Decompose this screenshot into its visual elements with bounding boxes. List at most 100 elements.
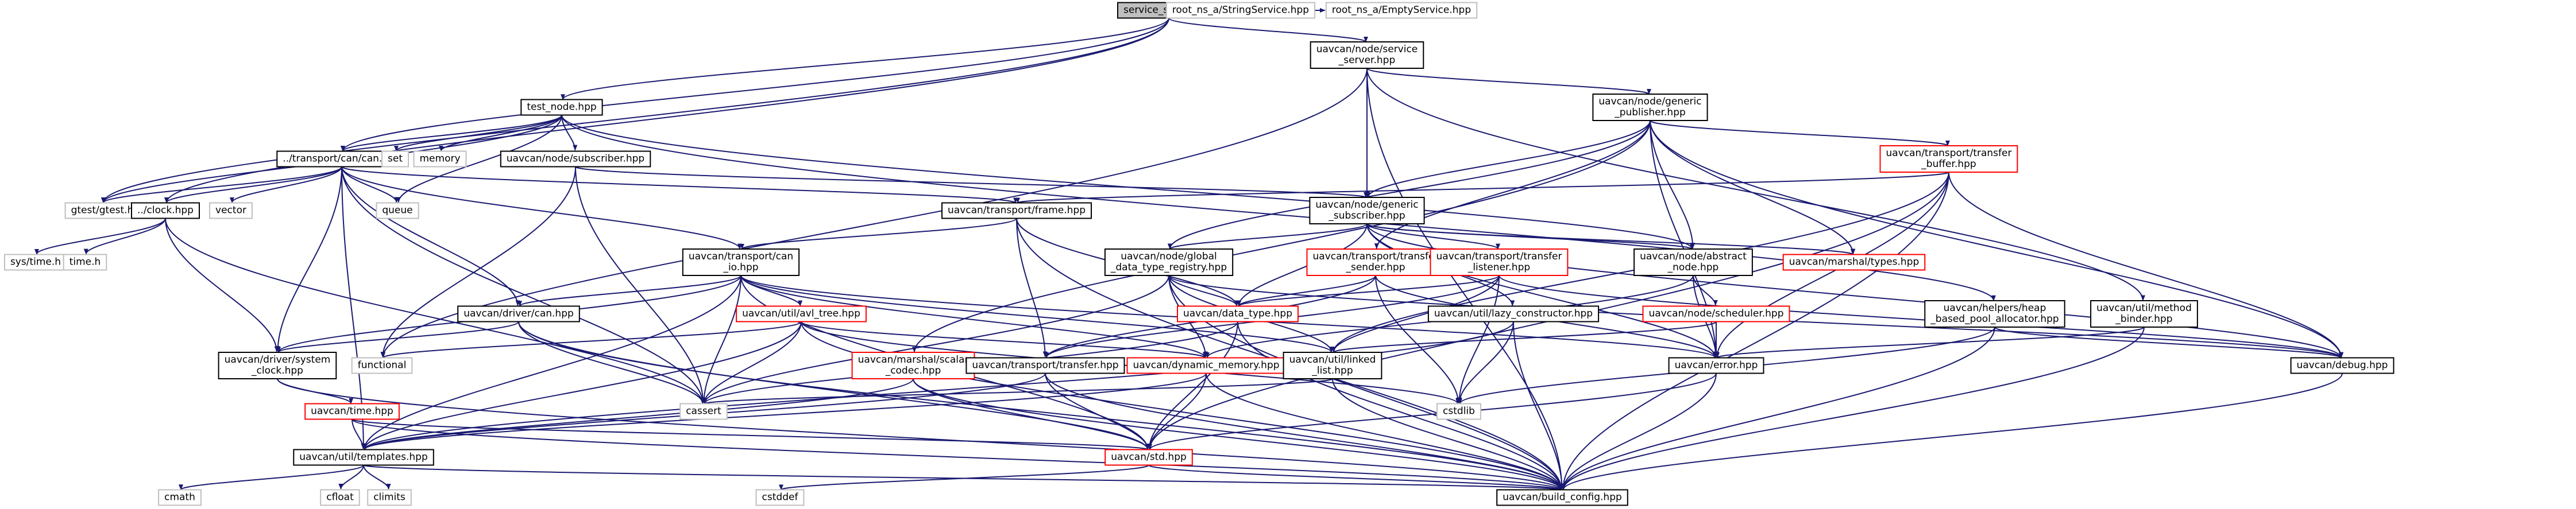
node-label: uavcan/node/abstract: [1640, 251, 1747, 262]
node-transfer-buffer[interactable]: uavcan/transport/transfer_buffer.hpp: [1879, 145, 2018, 173]
node-box: [367, 489, 412, 506]
node-frame[interactable]: uavcan/transport/frame.hpp: [941, 202, 1092, 219]
node-label: _data_type_registry.hpp: [1110, 262, 1227, 273]
node-label: vector: [215, 205, 246, 216]
node-abstract-node[interactable]: uavcan/node/abstract_node.hpp: [1633, 248, 1753, 276]
node-std[interactable]: uavcan/std.hpp: [1104, 449, 1193, 466]
node-functional[interactable]: functional: [351, 357, 413, 374]
node-set[interactable]: set: [381, 150, 409, 168]
node-label: _list.hpp: [1311, 365, 1353, 376]
node-transport-transfer[interactable]: uavcan/transport/transfer.hpp: [965, 357, 1125, 374]
node-label: uavcan/build_config.hpp: [1503, 492, 1622, 503]
edge-heap_allocator-to-debug: [1994, 327, 2343, 359]
node-transfer-sender[interactable]: uavcan/transport/transfer_sender.hpp: [1306, 248, 1445, 276]
node-transfer-listener[interactable]: uavcan/transport/transfer_listener.hpp: [1430, 248, 1569, 276]
node-dynamic-memory[interactable]: uavcan/dynamic_memory.hpp: [1126, 357, 1286, 374]
edge-driver_can-to-std: [518, 321, 1150, 450]
node-method-binder[interactable]: uavcan/util/method_binder.hpp: [2090, 300, 2198, 328]
edge-can_io-to-templates: [362, 275, 741, 450]
edge-generic_publisher-to-marshal_types: [1650, 120, 1856, 255]
node-lazy-constructor[interactable]: uavcan/util/lazy_constructor.hpp: [1427, 305, 1600, 323]
node-label: sys/time.h: [10, 257, 61, 268]
node-box: [1165, 2, 1316, 19]
node-queue[interactable]: queue: [376, 202, 419, 219]
node-service-server[interactable]: uavcan/node/service_server.hpp: [1310, 41, 1424, 69]
node-label: cmath: [164, 492, 195, 503]
node-avl-tree[interactable]: uavcan/util/avl_tree.hpp: [736, 305, 867, 323]
node-box: [1496, 489, 1628, 506]
edge-linked_list-to-cassert: [702, 378, 1333, 405]
node-cstddef[interactable]: cstddef: [755, 489, 805, 506]
edge-data_type_registry-to-cassert: [702, 275, 1169, 404]
node-time-hpp[interactable]: uavcan/time.hpp: [304, 403, 400, 420]
node-can-io[interactable]: uavcan/transport/can_io.hpp: [682, 248, 800, 276]
edge-templates-to-cfloat: [338, 465, 364, 490]
node-cstdlib[interactable]: cstdlib: [1436, 403, 1481, 420]
node-box: [1283, 352, 1382, 379]
edge-avl_tree-to-cassert: [702, 321, 802, 404]
node-cfloat[interactable]: cfloat: [320, 489, 360, 506]
edge-heap_allocator-to-build_config: [1561, 327, 1995, 490]
edge-system_clock-to-time_hpp: [277, 378, 354, 404]
node-clock[interactable]: ../clock.hpp: [131, 202, 200, 219]
node-time-h[interactable]: time.h: [63, 254, 107, 271]
node-driver-can[interactable]: uavcan/driver/can.hpp: [457, 305, 580, 323]
node-generic-publisher[interactable]: uavcan/node/generic_publisher.hpp: [1592, 94, 1708, 121]
edge-data_type-to-build_config: [1237, 321, 1564, 490]
node-box: [1126, 357, 1286, 374]
edge-transfer_sender-to-cstdlib: [1375, 275, 1461, 403]
node-system-clock[interactable]: uavcan/driver/system_clock.hpp: [218, 352, 337, 379]
node-label: queue: [382, 205, 412, 216]
node-label: test_node.hpp: [527, 102, 596, 113]
edge-clock-to-time_h: [83, 218, 166, 255]
node-data-type-registry[interactable]: uavcan/node/global_data_type_registry.hp…: [1104, 248, 1234, 276]
node-label: uavcan/node/subscriber.hpp: [507, 153, 644, 165]
edge-transfer_buffer-to-debug: [1948, 172, 2344, 358]
node-label: uavcan/transport/transfer: [1886, 147, 2012, 159]
node-sys-time[interactable]: sys/time.h: [4, 254, 68, 271]
node-label: _subscriber.hpp: [1328, 210, 1405, 222]
node-error[interactable]: uavcan/error.hpp: [1668, 357, 1764, 374]
node-test-node[interactable]: test_node.hpp: [520, 99, 603, 116]
node-marshal-scalar[interactable]: uavcan/marshal/scalar_codec.hpp: [851, 352, 975, 379]
edge-avl_tree-to-functional: [381, 321, 802, 359]
edge-generic_subscriber-to-marshal_types: [1366, 223, 1855, 255]
node-data-type[interactable]: uavcan/data_type.hpp: [1177, 305, 1299, 323]
node-memory[interactable]: memory: [413, 150, 467, 168]
edge-generic_subscriber-to-data_type: [1236, 223, 1368, 306]
edges-layer: [34, 8, 2344, 491]
node-label: uavcan/error.hpp: [1675, 360, 1758, 371]
node-cassert[interactable]: cassert: [679, 403, 728, 420]
node-label: _sender.hpp: [1345, 262, 1405, 273]
edge-service_server-to-generic_publisher: [1366, 68, 1651, 95]
node-marshal-types[interactable]: uavcan/marshal/types.hpp: [1782, 254, 1926, 271]
node-cmath[interactable]: cmath: [158, 489, 202, 506]
node-generic-subscriber[interactable]: uavcan/node/generic_subscriber.hpp: [1309, 197, 1425, 224]
node-templates[interactable]: uavcan/util/templates.hpp: [293, 449, 434, 466]
node-gtest[interactable]: gtest/gtest.h: [64, 202, 140, 219]
node-build-config[interactable]: uavcan/build_config.hpp: [1496, 489, 1628, 506]
node-label: uavcan/time.hpp: [311, 406, 393, 417]
node-box: [376, 202, 419, 219]
node-empty-service[interactable]: root_ns_a/EmptyService.hpp: [1325, 2, 1478, 19]
node-vector[interactable]: vector: [209, 202, 253, 219]
edge-time_hpp-to-templates: [352, 419, 366, 449]
node-box: [1325, 2, 1478, 19]
node-node-subscriber[interactable]: uavcan/node/subscriber.hpp: [500, 150, 651, 168]
node-linked-list[interactable]: uavcan/util/linked_list.hpp: [1283, 352, 1382, 379]
node-string-service[interactable]: root_ns_a/StringService.hpp: [1165, 2, 1316, 19]
node-heap-allocator[interactable]: uavcan/helpers/heap_based_pool_allocator…: [1924, 300, 2065, 328]
edge-node_subscriber-to-generic_subscriber: [575, 166, 1368, 198]
node-label: _clock.hpp: [251, 365, 303, 376]
node-box: [4, 254, 68, 271]
node-debug[interactable]: uavcan/debug.hpp: [2290, 357, 2395, 374]
node-box: [351, 357, 413, 374]
node-scheduler[interactable]: uavcan/node/scheduler.hpp: [1642, 305, 1790, 323]
node-box: [1592, 94, 1708, 121]
node-box: [1879, 145, 2018, 173]
edge-transfer_sender-to-data_type: [1237, 275, 1376, 307]
node-climits[interactable]: climits: [367, 489, 412, 506]
edge-service_server-to-functional: [381, 68, 1368, 358]
edge-linked_list-to-build_config: [1332, 378, 1564, 490]
